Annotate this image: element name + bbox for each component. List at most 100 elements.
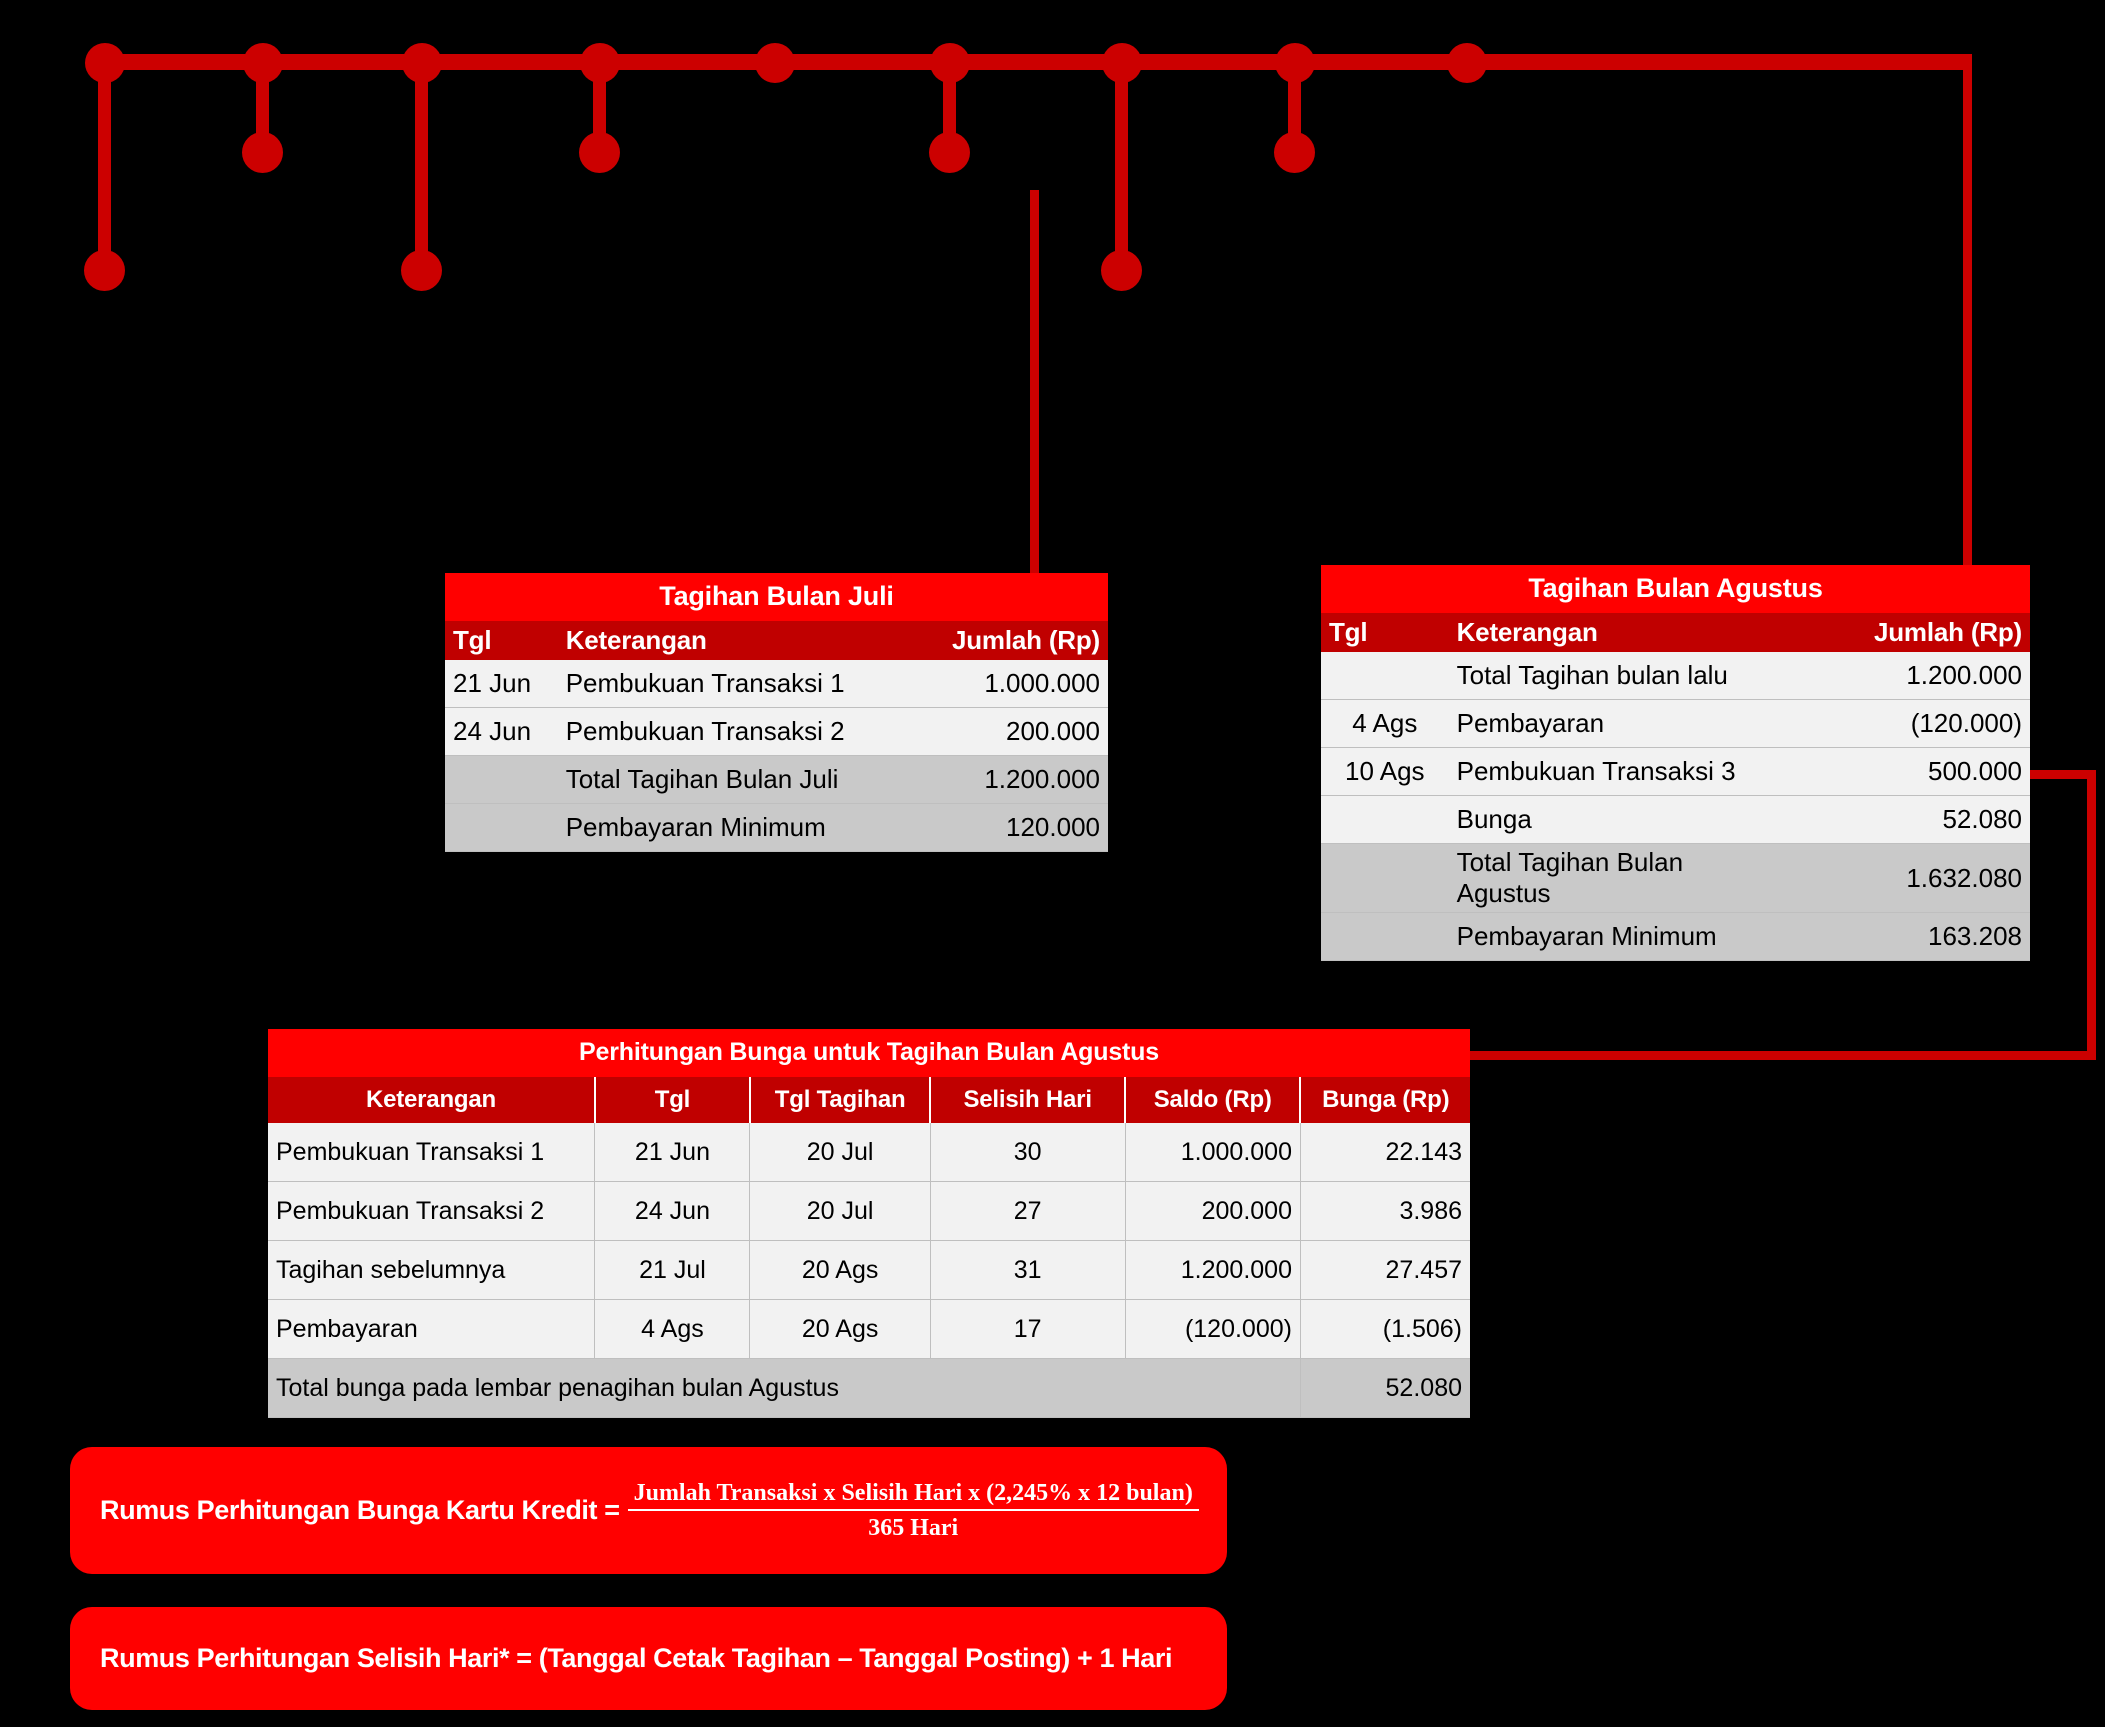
cell-tgl: 21 Jun (594, 1123, 751, 1182)
cell-tgl (1321, 912, 1449, 961)
column-header-keterangan: Keterangan (1448, 613, 1768, 652)
cell-keterangan: Pembayaran (268, 1299, 596, 1359)
cell-keterangan: Pembukuan Transaksi 2 (268, 1181, 596, 1241)
cell-keterangan: Pembukuan Transaksi 1 (268, 1123, 596, 1182)
timeline-stem-1 (98, 70, 111, 270)
cell-keterangan: Total Tagihan bulan lalu (1448, 652, 1768, 700)
cell-total-value: 52.080 (1299, 1358, 1470, 1418)
timeline-stem-8 (1288, 70, 1301, 150)
connector-to-tagihan-juli (1030, 190, 1039, 575)
connector-agustus-elbow-horizontal-top (2022, 770, 2096, 779)
timeline-enddot-7[interactable] (1101, 250, 1142, 291)
cell-jumlah: 200.000 (856, 707, 1108, 756)
timeline-node-9[interactable] (1447, 43, 1487, 83)
cell-tgl (1321, 652, 1449, 700)
column-header-tgl-tagihan: Tgl Tagihan (748, 1077, 932, 1123)
cell-selisih-hari: 17 (929, 1299, 1126, 1359)
cell-tgl: 24 Jun (594, 1181, 751, 1241)
timeline-diagram (0, 0, 2105, 430)
connector-agustus-elbow-horizontal-bottom (1466, 1051, 2096, 1060)
perhitungan-bunga-title: Perhitungan Bunga untuk Tagihan Bulan Ag… (268, 1029, 1470, 1077)
cell-bunga: 3.986 (1299, 1181, 1470, 1241)
cell-tgl: 21 Jul (594, 1240, 751, 1300)
timeline-enddot-2[interactable] (242, 132, 283, 173)
tagihan-juli-table: Tagihan Bulan Juli Tgl Keterangan Jumlah… (445, 573, 1108, 852)
connector-to-tagihan-agustus (1963, 70, 1972, 570)
cell-tgl: 21 Jun (445, 660, 558, 708)
table-row: Tagihan sebelumnya 21 Jul 20 Ags 31 1.20… (268, 1240, 1470, 1300)
cell-jumlah: 120.000 (856, 803, 1108, 852)
tagihan-agustus-table: Tagihan Bulan Agustus Tgl Keterangan Jum… (1321, 565, 2030, 961)
tagihan-agustus-title: Tagihan Bulan Agustus (1321, 565, 2030, 613)
cell-total-label: Total bunga pada lembar penagihan bulan … (268, 1358, 1301, 1418)
timeline-enddot-6[interactable] (929, 132, 970, 173)
cell-bunga: 22.143 (1299, 1123, 1470, 1182)
timeline-enddot-8[interactable] (1274, 132, 1315, 173)
formula-bunga-numerator: Jumlah Transaksi x Selisih Hari x (2,245… (627, 1479, 1199, 1511)
cell-keterangan: Pembukuan Transaksi 3 (1448, 747, 1768, 796)
timeline-enddot-3[interactable] (401, 250, 442, 291)
cell-tgl: 4 Ags (1321, 699, 1449, 748)
column-header-selisih-hari: Selisih Hari (929, 1077, 1126, 1123)
cell-jumlah: 1.200.000 (856, 755, 1108, 804)
cell-tgl: 10 Ags (1321, 747, 1449, 796)
cell-tgl-tagihan: 20 Ags (749, 1299, 931, 1359)
table-row: Pembayaran Minimum 163.208 (1321, 912, 2030, 961)
cell-saldo: 1.000.000 (1124, 1123, 1301, 1182)
cell-tgl-tagihan: 20 Jul (749, 1123, 931, 1182)
cell-bunga: 27.457 (1299, 1240, 1470, 1300)
tagihan-juli-title: Tagihan Bulan Juli (445, 573, 1108, 621)
cell-jumlah: 52.080 (1767, 795, 2030, 844)
table-row: Pembayaran 4 Ags 20 Ags 17 (120.000) (1.… (268, 1299, 1470, 1359)
cell-keterangan: Pembayaran Minimum (557, 803, 857, 852)
column-header-keterangan: Keterangan (557, 621, 857, 660)
cell-keterangan: Pembukuan Transaksi 1 (557, 660, 857, 708)
formula-bunga-kartu-kredit-box: Rumus Perhitungan Bunga Kartu Kredit = J… (70, 1447, 1227, 1574)
table-row: 4 Ags Pembayaran (120.000) (1321, 699, 2030, 748)
table-header-row: Tgl Keterangan Jumlah (Rp) (1321, 613, 2030, 652)
table-row: 10 Ags Pembukuan Transaksi 3 500.000 (1321, 747, 2030, 796)
cell-keterangan: Total Tagihan Bulan Agustus (1448, 843, 1768, 913)
cell-tgl (1321, 843, 1449, 913)
cell-keterangan: Pembayaran Minimum (1448, 912, 1768, 961)
table-row: 21 Jun Pembukuan Transaksi 1 1.000.000 (445, 660, 1108, 708)
formula-bunga-label: Rumus Perhitungan Bunga Kartu Kredit = (100, 1495, 620, 1525)
table-row: Total Tagihan Bulan Juli 1.200.000 (445, 755, 1108, 804)
formula-selisih-hari-box: Rumus Perhitungan Selisih Hari* = (Tangg… (70, 1607, 1227, 1710)
cell-jumlah: 163.208 (1767, 912, 2030, 961)
column-header-bunga: Bunga (Rp) (1299, 1077, 1470, 1123)
column-header-tgl: Tgl (593, 1077, 751, 1123)
column-header-tgl: Tgl (1321, 613, 1449, 652)
cell-keterangan: Tagihan sebelumnya (268, 1240, 596, 1300)
cell-tgl-tagihan: 20 Ags (749, 1240, 931, 1300)
formula-selisih-hari-label: Rumus Perhitungan Selisih Hari* = (Tangg… (100, 1643, 1173, 1673)
cell-tgl: 4 Ags (594, 1299, 751, 1359)
cell-keterangan: Bunga (1448, 795, 1768, 844)
column-header-jumlah: Jumlah (Rp) (1767, 613, 2030, 652)
timeline-node-5[interactable] (755, 43, 795, 83)
perhitungan-bunga-table: Perhitungan Bunga untuk Tagihan Bulan Ag… (268, 1029, 1470, 1418)
cell-keterangan: Pembukuan Transaksi 2 (557, 707, 857, 756)
table-row: Pembukuan Transaksi 1 21 Jun 20 Jul 30 1… (268, 1123, 1470, 1182)
cell-jumlah: (120.000) (1767, 699, 2030, 748)
cell-tgl: 24 Jun (445, 707, 558, 756)
cell-keterangan: Total Tagihan Bulan Juli (557, 755, 857, 804)
timeline-stem-4 (593, 70, 606, 150)
timeline-stem-3 (415, 70, 428, 270)
table-header-row: Keterangan Tgl Tgl Tagihan Selisih Hari … (268, 1077, 1470, 1123)
table-header-row: Tgl Keterangan Jumlah (Rp) (445, 621, 1108, 660)
table-row: Total Tagihan Bulan Agustus 1.632.080 (1321, 843, 2030, 913)
formula-bunga-denominator: 365 Hari (868, 1515, 959, 1541)
cell-jumlah: 1.632.080 (1767, 843, 2030, 913)
cell-tgl-tagihan: 20 Jul (749, 1181, 931, 1241)
column-header-keterangan: Keterangan (268, 1077, 596, 1123)
timeline-stem-6 (943, 70, 956, 150)
cell-tgl (445, 803, 558, 852)
column-header-tgl: Tgl (445, 621, 558, 660)
timeline-enddot-4[interactable] (579, 132, 620, 173)
cell-keterangan: Pembayaran (1448, 699, 1768, 748)
cell-bunga: (1.506) (1299, 1299, 1470, 1359)
timeline-enddot-1[interactable] (84, 250, 125, 291)
cell-tgl (445, 755, 558, 804)
table-row: 24 Jun Pembukuan Transaksi 2 200.000 (445, 707, 1108, 756)
